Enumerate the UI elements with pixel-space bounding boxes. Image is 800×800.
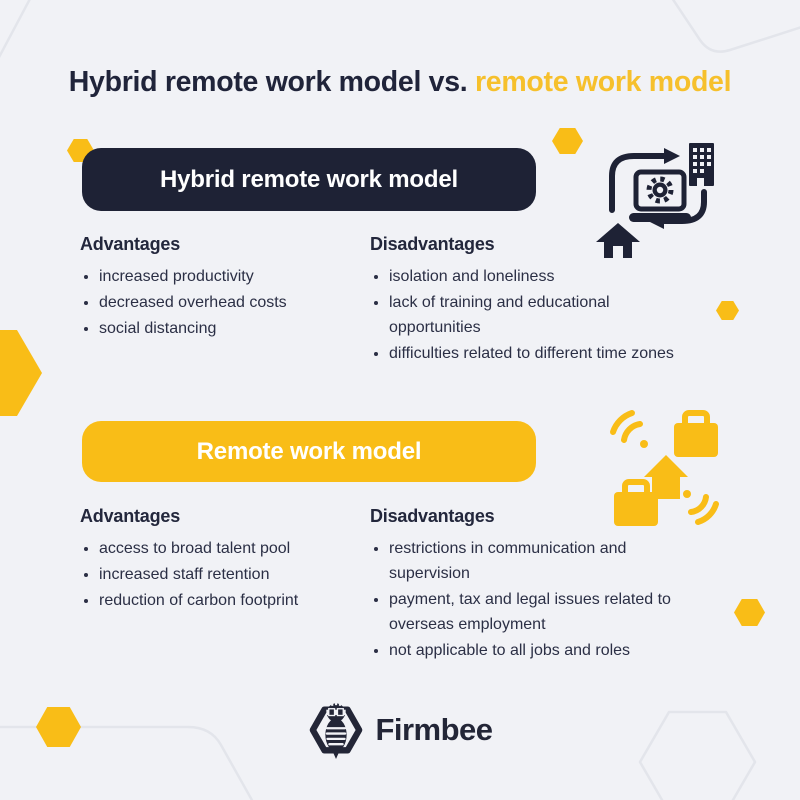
hexagon-outline-bottom-right bbox=[638, 710, 757, 800]
list-item: restrictions in communication and superv… bbox=[389, 536, 695, 586]
list-item: difficulties related to different time z… bbox=[389, 341, 690, 366]
arrow-right-icon bbox=[664, 148, 680, 164]
corner-line-top-right bbox=[671, 0, 800, 53]
list-item: increased productivity bbox=[99, 264, 360, 289]
corner-line-top-left bbox=[0, 0, 31, 59]
hybrid-disadvantages-column: Disadvantages isolation and loneliness l… bbox=[370, 234, 690, 367]
advantages-heading: Advantages bbox=[80, 506, 181, 526]
page-title-highlight: remote work model bbox=[475, 66, 732, 98]
advantages-heading: Advantages bbox=[80, 234, 181, 254]
list-item: decreased overhead costs bbox=[99, 290, 360, 315]
list-item: lack of training and educational opportu… bbox=[389, 290, 690, 340]
briefcase-icon bbox=[674, 410, 718, 457]
hexagon-accent bbox=[734, 599, 765, 626]
laptop-gear-icon bbox=[629, 169, 691, 222]
list-item: reduction of carbon footprint bbox=[99, 588, 370, 613]
footer-brand: Firmbee bbox=[0, 698, 800, 762]
list-item: not applicable to all jobs and roles bbox=[389, 638, 695, 663]
hexagon-accent bbox=[36, 707, 81, 747]
remote-advantages-list: access to broad talent pool increased st… bbox=[80, 536, 370, 613]
briefcase-icon bbox=[614, 479, 658, 526]
list-item: social distancing bbox=[99, 316, 360, 341]
disadvantages-heading: Disadvantages bbox=[370, 234, 495, 254]
wifi-signal-icon bbox=[610, 410, 648, 448]
firmbee-bee-logo-icon bbox=[310, 700, 363, 759]
brand-name: Firmbee bbox=[375, 712, 493, 747]
hybrid-section-banner: Hybrid remote work model bbox=[82, 148, 536, 211]
hexagon-accent bbox=[552, 128, 583, 154]
list-item: access to broad talent pool bbox=[99, 536, 370, 561]
house-icon bbox=[596, 223, 640, 258]
page-title-prefix: Hybrid remote work model vs. bbox=[68, 66, 476, 98]
hybrid-disadvantages-list: isolation and loneliness lack of trainin… bbox=[370, 264, 690, 366]
wifi-signal-icon bbox=[683, 490, 719, 525]
hybrid-advantages-list: increased productivity decreased overhea… bbox=[80, 264, 360, 341]
disadvantages-heading: Disadvantages bbox=[370, 506, 495, 526]
hybrid-advantages-column: Advantages increased productivity decrea… bbox=[80, 234, 360, 342]
remote-banner-label: Remote work model bbox=[196, 437, 422, 465]
list-item: payment, tax and legal issues related to… bbox=[389, 587, 695, 637]
remote-section-banner: Remote work model bbox=[82, 421, 536, 482]
page-title: Hybrid remote work model vs. remote work… bbox=[0, 66, 800, 98]
hybrid-home-office-cycle-icon bbox=[596, 143, 714, 258]
remote-disadvantages-column: Disadvantages restrictions in communicat… bbox=[370, 506, 695, 664]
hexagon-accent bbox=[716, 301, 739, 320]
hexagon-outline-bottom-left bbox=[0, 725, 254, 800]
remote-disadvantages-list: restrictions in communication and superv… bbox=[370, 536, 695, 663]
hybrid-banner-label: Hybrid remote work model bbox=[160, 165, 458, 193]
remote-advantages-column: Advantages access to broad talent pool i… bbox=[80, 506, 370, 614]
list-item: isolation and loneliness bbox=[389, 264, 690, 289]
list-item: increased staff retention bbox=[99, 562, 370, 587]
remote-connectivity-icon bbox=[610, 410, 719, 526]
